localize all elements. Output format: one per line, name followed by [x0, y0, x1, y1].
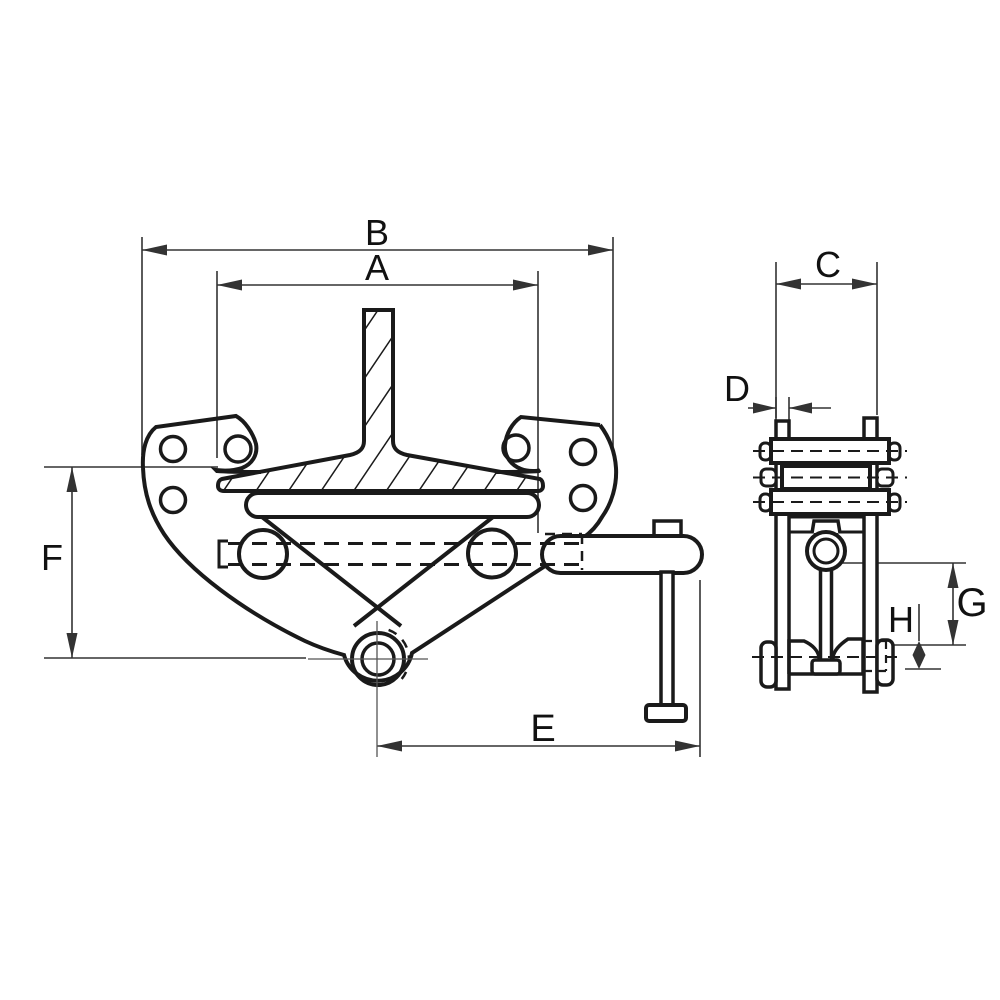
adjusting-rod-hidden [217, 527, 584, 580]
arm-inner-edges [260, 515, 495, 628]
jaw-ledge [244, 491, 541, 519]
dim-label-e: E [530, 708, 555, 750]
dim-label-g: G [956, 581, 987, 625]
dimension-arrows-front [66, 244, 700, 752]
dim-f-lines [44, 466, 306, 659]
dim-label-a: A [365, 247, 389, 288]
eye-hole [812, 537, 840, 565]
dimension-labels: B A C D E F G H [41, 212, 988, 750]
right-jaw-hole-lower [568, 483, 598, 513]
shackle-center-marks [308, 621, 428, 757]
eye-stem [818, 570, 834, 661]
right-hook-pin [501, 433, 531, 463]
dim-label-h: H [888, 599, 914, 640]
rod-roller-right [466, 527, 518, 580]
shackle [350, 628, 411, 687]
dim-e-lines [377, 580, 701, 757]
left-hook-pin [223, 434, 253, 464]
dim-label-c: C [815, 244, 841, 285]
dim-b-lines [141, 237, 614, 455]
screw-handle-assembly [540, 519, 704, 723]
dim-label-d: D [724, 368, 750, 409]
side-view [752, 416, 907, 694]
dim-h-diamond-arrow [912, 641, 926, 669]
left-jaw-hole-lower [158, 485, 188, 515]
rod-end-bracket [217, 539, 228, 569]
rod-roller-left [237, 528, 289, 580]
front-view [140, 308, 704, 757]
dim-label-f: F [41, 537, 63, 578]
screw-handle [540, 534, 704, 575]
beam-section [215, 308, 546, 493]
right-jaw [495, 414, 619, 540]
right-jaw-hole-upper [568, 437, 598, 467]
dimension-arrows-side [753, 278, 959, 669]
left-jaw-hole-upper [158, 434, 188, 464]
foot-t-rail [810, 658, 842, 676]
tommy-bar-cap [644, 703, 688, 723]
tommy-bar [659, 570, 675, 708]
eye-cap [810, 519, 842, 534]
swivel-foot [759, 637, 895, 689]
dim-label-b: B [365, 212, 389, 253]
dim-h-lines [905, 604, 941, 670]
spacer-bolt-centerlines [753, 450, 907, 503]
handle-top-tab [652, 519, 683, 538]
left-jaw [140, 413, 590, 683]
dimension-lines-front [44, 237, 701, 757]
dim-d-lines [748, 397, 831, 421]
shackle-hidden-arc [388, 628, 411, 680]
